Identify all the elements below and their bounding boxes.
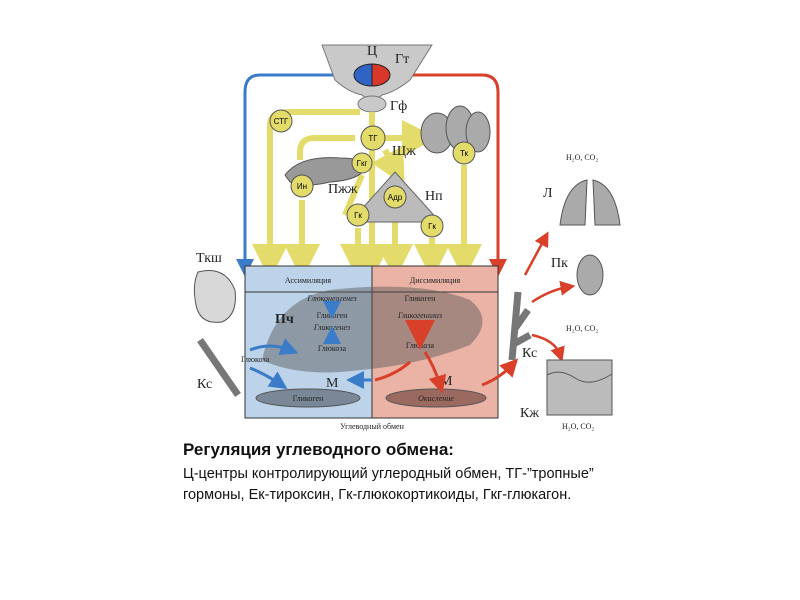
glycogen-muscle-label: Гликоген xyxy=(293,394,325,403)
metabolism-arrows xyxy=(249,301,519,394)
gluconeogenesis-label: Глюконеогенез xyxy=(306,294,356,303)
label-muscle-left: М xyxy=(326,376,339,391)
caption-title: Регуляция углеводного обмена: xyxy=(183,440,454,459)
lungs-shape xyxy=(559,179,621,226)
label-liver: Пч xyxy=(275,312,294,327)
vessel-right xyxy=(508,291,532,361)
liver-shape xyxy=(262,286,483,373)
label-vessel-right: Кс xyxy=(522,346,537,361)
vessel-left xyxy=(197,338,241,397)
blue-regulation-line xyxy=(236,73,355,277)
glycogenolysis-label: Гликогенолиз xyxy=(397,311,442,320)
red-regulation-line xyxy=(390,73,507,277)
svg-text:ТГ: ТГ xyxy=(368,134,378,143)
svg-text:Адр: Адр xyxy=(388,193,403,202)
dissimilation-header: Диссимиляция xyxy=(410,276,461,285)
caption-body: Ц-центры контролирующий углеродный обмен… xyxy=(183,466,594,503)
hormone-stg: СТГ xyxy=(269,109,293,133)
glucose-input-label: Глюкоза xyxy=(241,355,270,364)
label-intestine: Ткш xyxy=(196,251,222,266)
hormone-tk: Тк xyxy=(452,141,476,165)
label-skin: Кж xyxy=(520,406,539,421)
excretion-kidney: H₂O, CO₂ xyxy=(566,324,598,333)
thyroid-shape xyxy=(420,105,491,154)
svg-text:Тк: Тк xyxy=(460,149,469,158)
hormone-gkg: Гкг xyxy=(351,152,373,174)
kidney-shape xyxy=(576,254,604,296)
label-lungs: Л xyxy=(543,186,553,201)
muscle-left xyxy=(255,388,361,408)
label-muscle-right: М xyxy=(440,374,453,389)
pituitary-shape xyxy=(357,95,387,113)
hormone-gk-1: Гк xyxy=(346,203,370,227)
glucose-dissim-label: Глюкоза xyxy=(406,341,435,350)
svg-text:СТГ: СТГ xyxy=(274,117,289,126)
label-hypothalamus: Гт xyxy=(395,52,409,67)
panel-footer: Углеводный обмен xyxy=(340,422,404,431)
label-center: Ц xyxy=(367,44,377,59)
label-pancreas: Пжж xyxy=(328,182,358,197)
svg-text:Ин: Ин xyxy=(297,182,307,191)
excretion-arrows xyxy=(523,231,576,363)
intestine-shape xyxy=(193,270,236,323)
svg-text:Гк: Гк xyxy=(428,222,436,231)
caption: Регуляция углеводного обмена: Ц-центры к… xyxy=(183,440,603,506)
label-pituitary: Гф xyxy=(390,99,407,114)
glycogen-assim-label: Гликоген xyxy=(317,311,349,320)
hormone-gk-2: Гк xyxy=(420,214,444,238)
assimilation-header: Ассимиляция xyxy=(285,276,332,285)
label-adrenal: Нп xyxy=(425,189,443,204)
oxidation-label: Окисление xyxy=(418,394,454,403)
excretion-skin: H₂O, CO₂ xyxy=(562,422,594,431)
svg-text:Гкг: Гкг xyxy=(357,159,368,168)
label-vessel-left: Кс xyxy=(197,377,212,392)
hormone-tg: ТГ xyxy=(360,125,386,151)
hormone-adr: Адр xyxy=(383,185,407,209)
glycogenesis-label: Гликогенез xyxy=(313,323,350,332)
center-oval xyxy=(353,63,391,87)
label-thyroid: Щж xyxy=(392,144,416,159)
svg-text:Гк: Гк xyxy=(354,211,362,220)
label-kidney: Пк xyxy=(551,256,568,271)
glucose-assim-label: Глюкоза xyxy=(318,344,347,353)
hormone-in: Ин xyxy=(290,174,314,198)
skin-shape xyxy=(546,359,613,416)
excretion-lungs: H₂O, CO₂ xyxy=(566,153,598,162)
glycogen-dissim-label: Гликоген xyxy=(405,294,437,303)
